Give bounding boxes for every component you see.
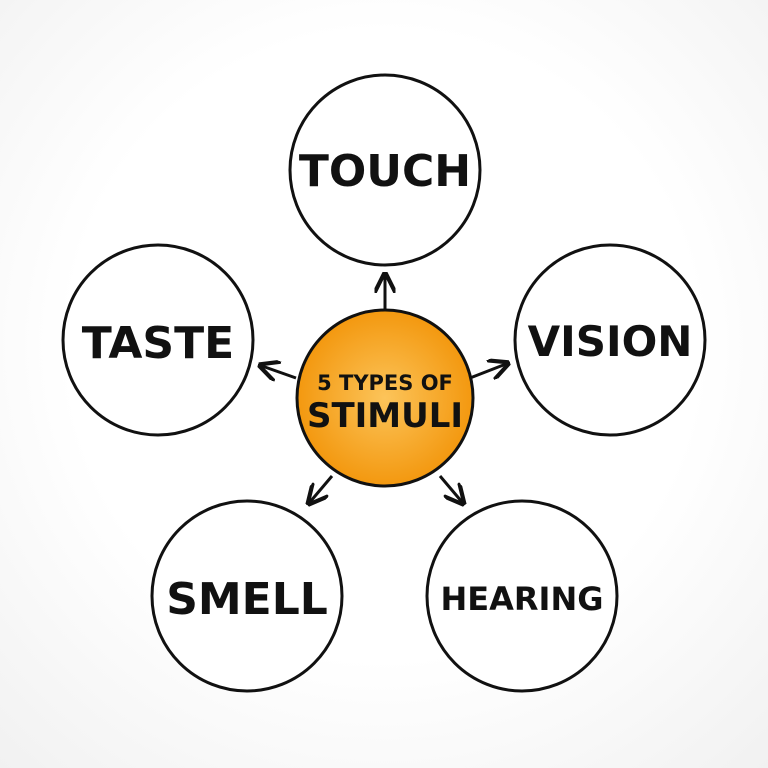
center-node: 5 TYPES OF STIMULI	[295, 308, 475, 488]
connector-arrows	[262, 276, 506, 502]
node-vision: VISION	[513, 243, 707, 437]
node-smell: SMELL	[150, 499, 344, 693]
vision-circle	[513, 243, 707, 437]
node-touch: TOUCH	[288, 73, 482, 267]
node-hearing: HEARING	[425, 499, 619, 693]
center-title-line1: 5 TYPES OF	[317, 371, 453, 395]
arrow-to-taste	[262, 366, 297, 378]
center-circle	[295, 308, 475, 488]
hearing-label: HEARING	[441, 580, 604, 618]
arrow-to-smell	[310, 475, 334, 502]
smell-label: SMELL	[166, 574, 328, 625]
touch-label: TOUCH	[299, 146, 471, 197]
touch-circle	[288, 73, 482, 267]
arrow-to-hearing	[438, 475, 462, 502]
taste-label: TASTE	[82, 318, 234, 369]
taste-circle	[61, 243, 255, 437]
hearing-circle	[425, 499, 619, 693]
node-taste: TASTE	[61, 243, 255, 437]
vision-label: VISION	[528, 317, 693, 366]
arrow-to-vision	[469, 364, 506, 378]
center-title-line2: STIMULI	[307, 396, 463, 436]
smell-circle	[150, 499, 344, 693]
